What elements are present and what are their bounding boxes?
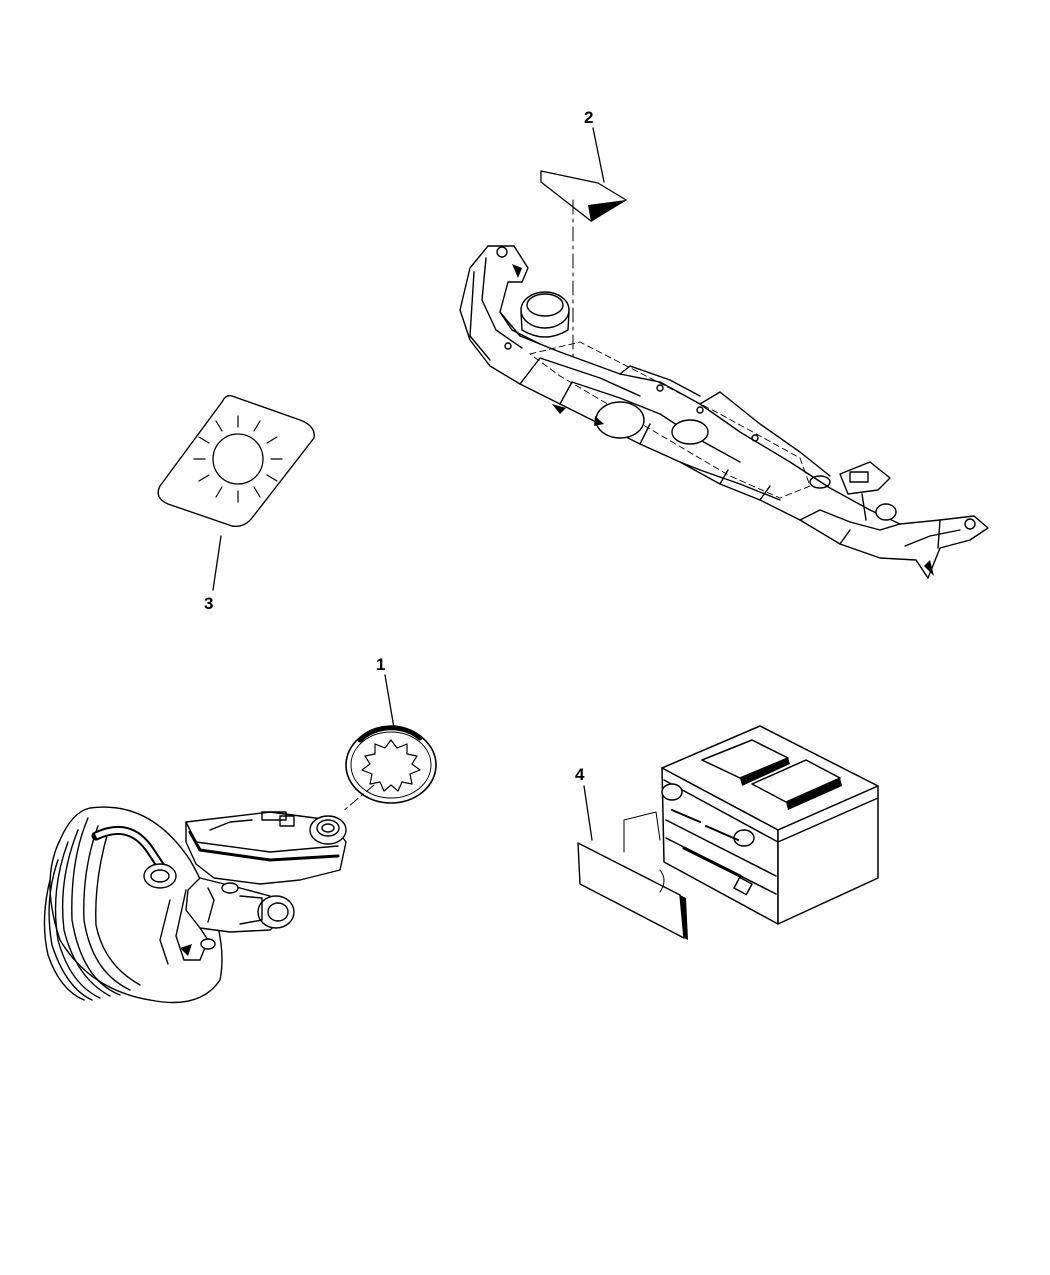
label-ring-1	[345, 725, 437, 804]
leader-line-4	[583, 785, 593, 841]
battery	[661, 725, 879, 925]
placement-marker-4	[623, 811, 661, 853]
leader-line-1	[384, 674, 395, 729]
label-sheet-2	[540, 170, 627, 222]
label-sheet-4	[577, 842, 688, 940]
part-2-group: 2	[459, 108, 989, 579]
crossmember-frame	[459, 245, 989, 579]
placement-line-1	[341, 784, 375, 813]
part-3-group: 3	[157, 394, 315, 613]
callout-2[interactable]: 2	[584, 108, 593, 127]
label-sheet-3	[157, 394, 315, 528]
brake-booster-assembly	[43, 806, 347, 1004]
leader-line-3	[212, 535, 222, 591]
leader-line-2	[592, 127, 605, 183]
callout-4[interactable]: 4	[575, 765, 585, 784]
callout-3[interactable]: 3	[204, 594, 213, 613]
callout-1[interactable]: 1	[376, 655, 385, 674]
part-4-group: 4	[575, 725, 879, 940]
part-1-group: 1	[43, 655, 437, 1004]
